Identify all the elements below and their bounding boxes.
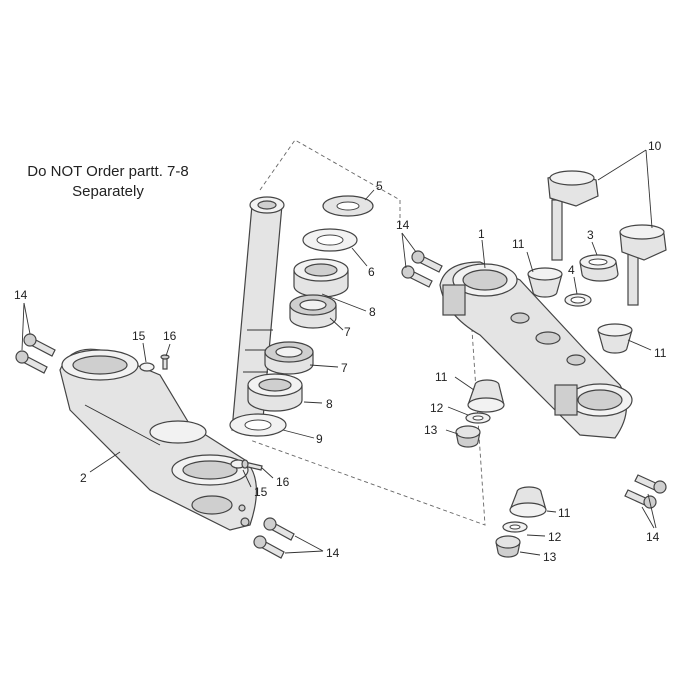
bolt-14-lower-a (263, 517, 295, 541)
callout-11-middle: 11 (435, 370, 448, 384)
bolt-14-right-b (624, 489, 657, 509)
callout-11-lower: 11 (558, 506, 571, 520)
washer-12-middle (465, 412, 491, 424)
callout-labels: 1 2 3 4 5 6 7 7 8 8 9 10 11 11 11 11 12 … (14, 139, 667, 564)
handlebar-riser-right (619, 224, 667, 306)
callout-6: 6 (368, 265, 375, 279)
washer-12-lower (502, 521, 528, 533)
callout-1: 1 (478, 227, 485, 241)
order-note: Do NOT Order partt. 7-8 Separately (8, 162, 208, 202)
callout-11-upper: 11 (512, 237, 525, 251)
callout-4: 4 (568, 263, 575, 277)
callout-16-lower: 16 (276, 475, 290, 489)
washer-15-upper (139, 362, 155, 372)
callout-8-lower: 8 (326, 397, 333, 411)
callout-13-middle: 13 (424, 423, 438, 437)
callout-12-lower: 12 (548, 530, 562, 544)
callout-13-lower: 13 (543, 550, 557, 564)
bolt-14-top-b (401, 265, 433, 288)
assembly-guide-dashed (249, 139, 486, 526)
callout-15-lower: 15 (254, 485, 268, 499)
callout-9: 9 (316, 432, 323, 446)
screw-16-lower (241, 459, 263, 471)
leader-lines (21, 149, 657, 556)
callout-15-upper: 15 (132, 329, 146, 343)
bolt-14-top-a (411, 250, 443, 273)
callout-14-lower: 14 (326, 546, 340, 560)
callout-11-right: 11 (654, 346, 667, 360)
callout-8-upper: 8 (369, 305, 376, 319)
nut-13-lower (495, 535, 521, 558)
callout-7-upper: 7 (344, 325, 351, 339)
bushing-11-middle (467, 379, 505, 413)
upper-triple-clamp (439, 261, 633, 439)
bearing-stack (229, 195, 374, 437)
bushing-11-right (597, 323, 633, 354)
order-note-line-1: Do NOT Order partt. 7-8 (27, 163, 189, 180)
bolt-14-upper-left-b (15, 350, 48, 374)
screw-16-upper (160, 354, 170, 370)
callout-14-left: 14 (14, 288, 28, 302)
callout-7-lower: 7 (341, 361, 348, 375)
collar-3 (579, 254, 619, 282)
callout-10: 10 (648, 139, 662, 153)
bushing-11-upper (527, 267, 563, 298)
callout-14-right: 14 (646, 530, 660, 544)
callout-5: 5 (376, 179, 383, 193)
order-note-line-2: Separately (72, 183, 144, 200)
callout-3: 3 (587, 228, 594, 242)
callout-16-upper: 16 (163, 329, 177, 343)
callout-14-top: 14 (396, 218, 410, 232)
bolt-14-right-a (634, 474, 667, 494)
handlebar-riser-left (547, 170, 599, 261)
bolt-14-upper-left-a (23, 333, 56, 357)
callout-12-middle: 12 (430, 401, 444, 415)
lower-triple-clamp (59, 348, 258, 531)
ring-4 (564, 293, 592, 307)
bushing-11-lower (509, 486, 547, 518)
nut-13-middle (455, 425, 481, 448)
bolt-14-lower-b (253, 535, 285, 559)
callout-2: 2 (80, 471, 87, 485)
